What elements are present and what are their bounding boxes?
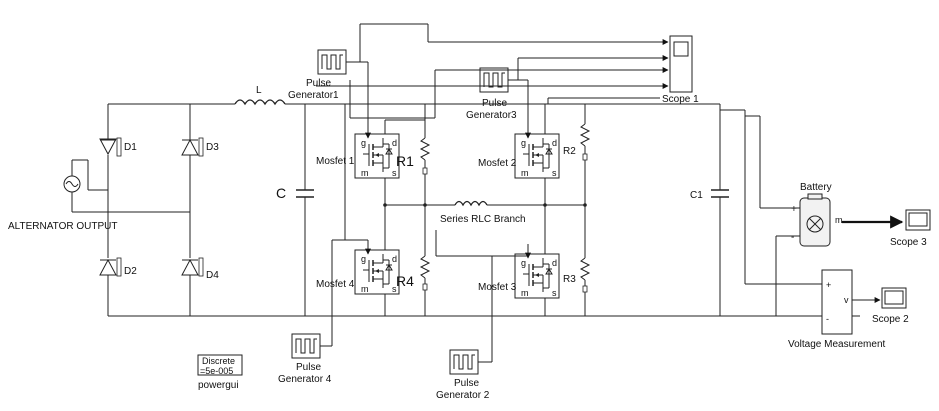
- diode-d3-label: D3: [206, 142, 219, 153]
- mosfet-4-pin-d: d: [392, 254, 397, 264]
- capacitor-c1: [711, 110, 729, 316]
- resistor-r1-label: R1: [396, 153, 414, 169]
- resistor-r2-label: R2: [563, 146, 576, 157]
- resistor-r4: [419, 205, 431, 316]
- powergui-ts: =5e-005: [200, 366, 233, 376]
- mosfet-1-label: Mosfet 1: [316, 156, 355, 167]
- alternator-source: [63, 159, 190, 213]
- voltage-measurement: [821, 269, 853, 335]
- mosfet-1-pin-d: d: [392, 138, 397, 148]
- scope-3-label: Scope 3: [890, 237, 927, 248]
- resistor-r3: [579, 205, 591, 316]
- inductor-l: [234, 99, 286, 106]
- resistor-r2: [579, 104, 591, 205]
- pulse-generator-1: [317, 49, 347, 75]
- diode-d4-label: D4: [206, 270, 219, 281]
- capacitor-c1-label: C1: [690, 190, 703, 201]
- scope-1: [669, 35, 693, 93]
- pulse-generator-2: [449, 349, 479, 375]
- battery-plus: +: [791, 204, 797, 215]
- pulse-generator-4: [291, 333, 321, 359]
- powergui-label: powergui: [198, 380, 239, 391]
- pulse-generator-2-label-1: Pulse: [454, 378, 479, 389]
- mosfet-2-pin-s: s: [552, 168, 557, 178]
- mosfet-1-pin-m: m: [361, 168, 369, 178]
- vm-minus: -: [826, 314, 829, 324]
- powergui-discrete: Discrete: [202, 356, 235, 366]
- pulse-generator-3-label-2: Generator3: [466, 110, 517, 121]
- mosfet-2-label: Mosfet 2: [478, 158, 517, 169]
- voltage-measurement-label: Voltage Measurement: [788, 339, 886, 350]
- mosfet-4-pin-m: m: [361, 284, 369, 294]
- pulse-generator-3: [479, 67, 509, 93]
- pulse-generator-4-label-2: Generator 4: [278, 374, 332, 385]
- powergui-block[interactable]: [197, 354, 243, 376]
- mosfet-3-pin-m: m: [521, 288, 529, 298]
- battery: [799, 193, 831, 247]
- diode-d2: [99, 257, 122, 316]
- mosfet-4-label: Mosfet 4: [316, 279, 355, 290]
- mosfet-4-pin-g: g: [361, 254, 366, 264]
- series-rlc-label: Series RLC Branch: [440, 214, 526, 225]
- diode-d2-label: D2: [124, 266, 137, 277]
- battery-label: Battery: [800, 182, 832, 193]
- pulse-generator-3-label-1: Pulse: [482, 98, 507, 109]
- pulse-generator-1-label-1: Pulse: [306, 78, 331, 89]
- diode-d4: [181, 257, 204, 316]
- battery-minus: -: [791, 232, 794, 243]
- mosfet-1-pin-g: g: [361, 138, 366, 148]
- resistor-r3-label: R3: [563, 274, 576, 285]
- pulse-generator-4-label-1: Pulse: [296, 362, 321, 373]
- series-rlc-branch: [454, 200, 585, 207]
- pulse-generator-2-label-2: Generator 2: [436, 390, 490, 401]
- battery-m-port: m: [835, 215, 843, 225]
- mosfet-2-pin-d: d: [552, 138, 557, 148]
- scope-1-label: Scope 1: [662, 94, 699, 105]
- vm-plus: +: [826, 280, 831, 290]
- alternator-label: ALTERNATOR OUTPUT: [8, 221, 117, 232]
- mosfet-3-label: Mosfet 3: [478, 282, 517, 293]
- capacitor-c-label: C: [276, 185, 286, 201]
- resistor-r4-label: R4: [396, 273, 414, 289]
- mosfet-2-pin-g: g: [521, 138, 526, 148]
- mosfet-4-pin-s: s: [392, 284, 397, 294]
- scope-3: [905, 209, 931, 231]
- mosfet-1-pin-s: s: [392, 168, 397, 178]
- capacitor-c: [296, 104, 314, 316]
- pulse-generator-1-label-2: Generator1: [288, 90, 339, 101]
- scope-2: [881, 287, 907, 309]
- diode-d1-label: D1: [124, 142, 137, 153]
- inductor-label: L: [256, 85, 262, 96]
- vm-v-port: v: [844, 295, 849, 305]
- resistor-r1: [419, 120, 431, 205]
- diode-d3: [181, 104, 204, 258]
- mosfet-3-pin-g: g: [521, 258, 526, 268]
- mosfet-3-pin-d: d: [552, 258, 557, 268]
- diode-d1: [99, 104, 122, 258]
- mosfet-2-pin-m: m: [521, 168, 529, 178]
- mosfet-3-pin-s: s: [552, 288, 557, 298]
- scope-2-label: Scope 2: [872, 314, 909, 325]
- signal-wires: [316, 23, 669, 363]
